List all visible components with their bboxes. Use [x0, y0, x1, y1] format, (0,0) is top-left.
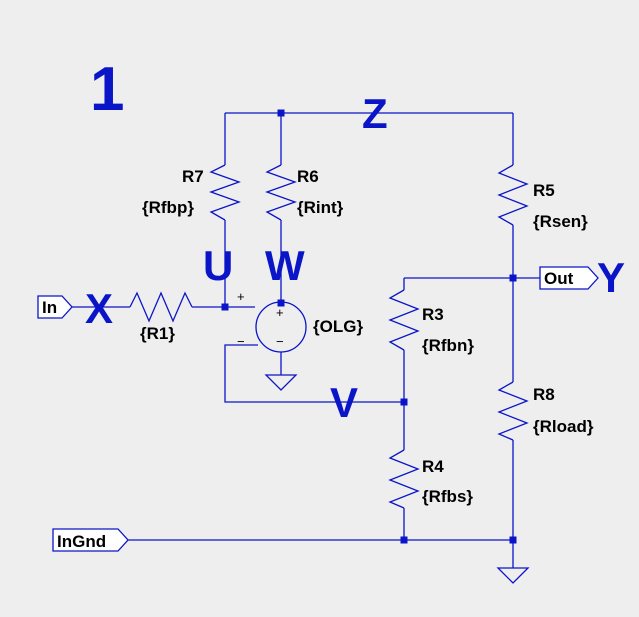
ground-icon-source — [264, 374, 298, 391]
r5-name: R5 — [533, 181, 555, 200]
port-ingnd: InGnd — [52, 528, 129, 552]
port-out: Out — [539, 266, 599, 290]
input-plus-sign: + — [237, 289, 245, 304]
resistor-r3 — [388, 289, 420, 351]
port-out-label: Out — [544, 269, 574, 288]
junction-w — [277, 299, 285, 307]
junction-r8-gnd — [509, 536, 517, 544]
port-in-shape — [37, 295, 73, 319]
junction-r4-gnd — [400, 536, 408, 544]
junction-z — [277, 109, 285, 117]
node-letter-y: Y — [597, 254, 625, 301]
r6-name: R6 — [297, 167, 319, 186]
source-plus-sign: + — [276, 305, 284, 320]
diagram-number: 1 — [90, 55, 124, 124]
source-value: {OLG} — [313, 317, 363, 336]
resistor-r1 — [129, 291, 193, 323]
resistor-r6 — [265, 164, 297, 221]
r6-value: {Rint} — [297, 198, 344, 217]
r5-value: {Rsen} — [533, 212, 588, 231]
r8-name: R8 — [533, 385, 555, 404]
node-letter-w: W — [265, 242, 305, 289]
junction-u — [221, 303, 229, 311]
port-in: In — [37, 295, 73, 319]
junction-y — [509, 274, 517, 282]
node-letter-z: Z — [362, 90, 388, 137]
r3-value: {Rfbn} — [422, 336, 474, 355]
r7-value: {Rfbp} — [142, 198, 194, 217]
port-in-label: In — [42, 298, 57, 317]
node-letter-x: X — [85, 285, 113, 332]
r7-name: R7 — [182, 167, 204, 186]
port-ingnd-label: InGnd — [57, 532, 106, 551]
r8-value: {Rload} — [533, 417, 594, 436]
r4-value: {Rfbs} — [422, 487, 473, 506]
ground-icon-main — [496, 567, 530, 584]
source-minus-sign: − — [276, 334, 284, 349]
resistor-r4 — [388, 449, 420, 509]
wire-r3-r4 — [403, 277, 513, 540]
node-letter-v: V — [330, 379, 358, 426]
wires — [70, 112, 540, 568]
resistor-r7 — [209, 164, 241, 221]
resistor-r8 — [497, 381, 529, 441]
port-ingnd-shape — [52, 528, 129, 552]
resistor-r5 — [497, 164, 529, 226]
input-minus-sign: − — [237, 334, 245, 349]
junction-dots — [221, 109, 517, 544]
r4-name: R4 — [422, 457, 444, 476]
port-out-shape — [539, 266, 599, 290]
voltage-source-olg: + − + − — [237, 289, 307, 353]
wire-v — [224, 344, 404, 403]
node-letter-u: U — [203, 242, 233, 289]
r3-name: R3 — [422, 305, 444, 324]
r1-value: {R1} — [140, 324, 175, 343]
junction-v — [400, 398, 408, 406]
